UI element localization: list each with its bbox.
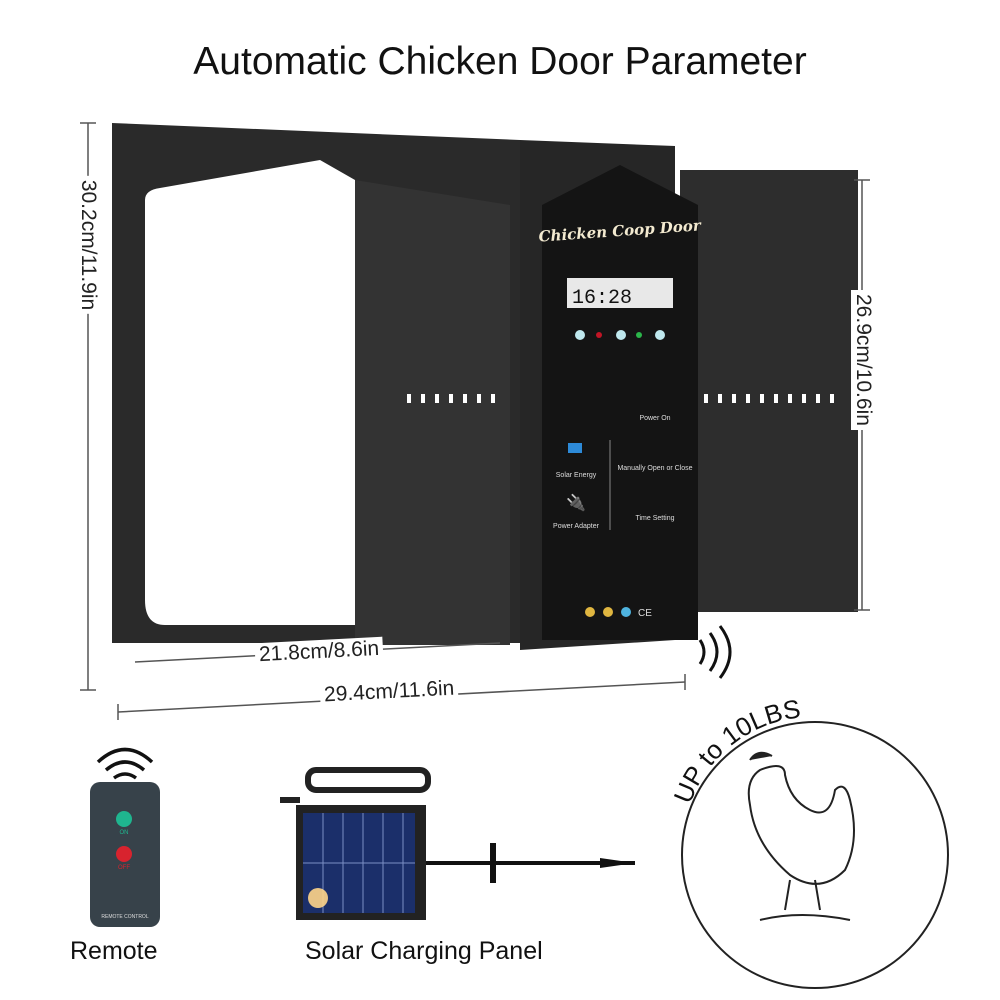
lcd-screen — [567, 278, 673, 308]
solar-energy-icon — [568, 443, 582, 453]
svg-text:Time Setting: Time Setting — [635, 515, 674, 522]
svg-text:ON: ON — [120, 830, 129, 836]
chicken-icon — [747, 751, 855, 921]
control-buttons — [575, 330, 665, 340]
lcd-time: 16:28 — [572, 287, 632, 310]
right-height-dimension: 26.9cm/10.6in — [851, 290, 875, 430]
solar-panel-illustration — [280, 767, 635, 920]
svg-text:Power Adapter: Power Adapter — [553, 523, 600, 530]
right-door-panel — [680, 170, 858, 612]
svg-text:CE: CE — [638, 608, 652, 619]
remote-label: Remote — [70, 937, 158, 965]
remote-illustration: ON OFF REMOTE CONTROL — [90, 747, 160, 927]
svg-text:Manually Open or Close: Manually Open or Close — [617, 465, 692, 472]
solar-panel-label: Solar Charging Panel — [305, 937, 543, 965]
svg-text:REMOTE CONTROL: REMOTE CONTROL — [101, 914, 148, 920]
left-height-dimension: 30.2cm/11.9in — [76, 175, 100, 315]
svg-text:OFF: OFF — [118, 865, 130, 871]
page-title: Automatic Chicken Door Parameter — [193, 40, 807, 83]
signal-icon — [698, 625, 732, 679]
plug-icon: 🔌 — [566, 493, 586, 512]
svg-text:Solar Energy: Solar Energy — [556, 472, 597, 479]
svg-text:Power On: Power On — [639, 415, 670, 422]
door-opening — [145, 160, 355, 625]
